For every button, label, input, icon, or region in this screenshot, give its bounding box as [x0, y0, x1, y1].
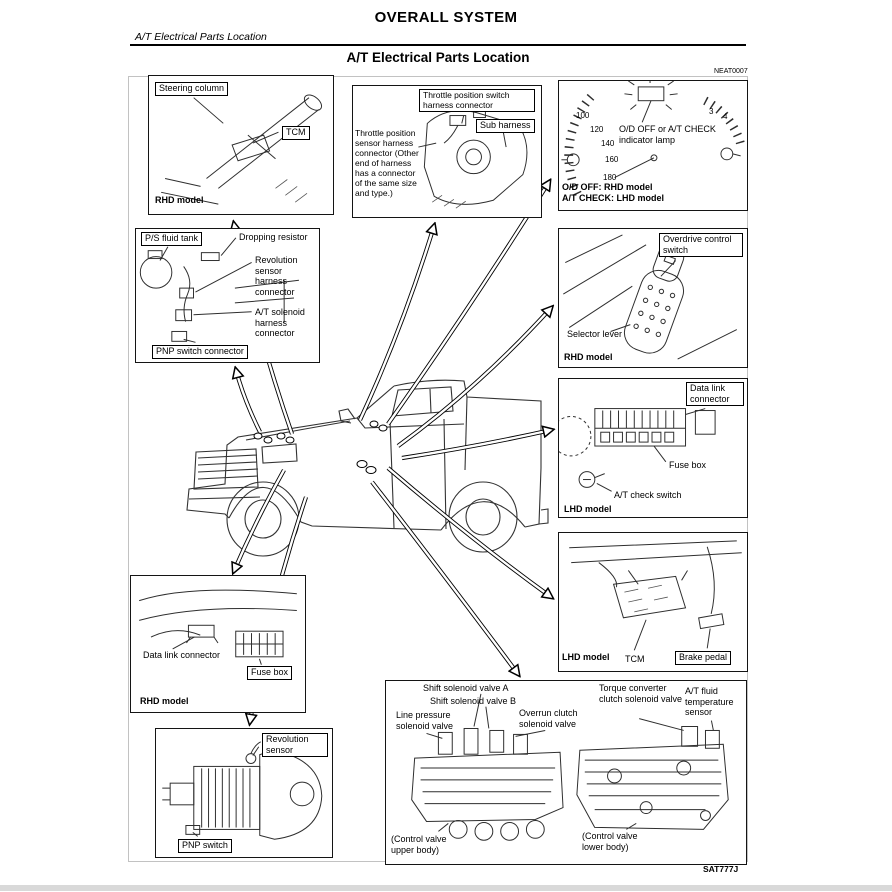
label-rhd-model: RHD model [140, 696, 189, 706]
gauge-tick: 100 [576, 111, 590, 120]
tcm-lhd-illustration [569, 540, 742, 651]
panel-engine-bay: P/S fluid tank Dropping resistor Revolut… [135, 228, 320, 363]
gauge-tick: 120 [590, 125, 604, 134]
label-upper-body: (Control valve upper body) [391, 834, 447, 855]
label-overrun-clutch-solenoid: Overrun clutch solenoid valve [519, 708, 578, 729]
label-throttle-sensor-connector: Throttle position sensor harness connect… [355, 128, 419, 199]
panel-transmission: Revolution sensor PNP switch [155, 728, 333, 858]
label-tcm: TCM [282, 126, 310, 140]
label-ps-fluid-tank: P/S fluid tank [141, 232, 203, 246]
label-dropping-resistor: Dropping resistor [239, 232, 308, 242]
scan-artifact-bar [0, 885, 892, 891]
label-at-check-note: A/T CHECK: LHD model [562, 193, 664, 203]
panel-fusebox-rhd: Data link connector Fuse box RHD model [130, 575, 306, 713]
panel-indicator-lamp: 100 120 140 160 180 3 4 O/D OFF or A/T C… [558, 80, 748, 211]
panel-control-valve: Shift solenoid valve A Shift solenoid va… [385, 680, 747, 865]
panel-fusebox-lhd: Data link connector Fuse box A/T check s… [558, 378, 748, 518]
section-title: OVERALL SYSTEM [374, 9, 518, 26]
label-at-solenoid-connector: A/T solenoid harness connector [255, 307, 305, 339]
label-shift-solenoid-b: Shift solenoid valve B [430, 696, 517, 706]
gauge-tick: 160 [605, 155, 619, 164]
label-throttle-switch-connector: Throttle position switch harness connect… [419, 89, 535, 113]
label-lhd-model: LHD model [562, 652, 610, 662]
header-rule [130, 44, 746, 46]
label-lower-body: (Control valve lower body) [582, 831, 638, 852]
label-revolution-sensor-connector: Revolution sensor harness connector [255, 255, 298, 297]
gauge-tick: 4 [723, 112, 728, 121]
panel-selector-rhd: Overdrive control switch Selector lever … [558, 228, 748, 368]
connector-location-dots [253, 420, 388, 474]
label-revolution-sensor: Revolution sensor [262, 733, 328, 758]
label-data-link-connector: Data link connector [143, 650, 221, 660]
label-rhd-model: RHD model [564, 352, 613, 362]
control-valve-illustration [411, 693, 729, 841]
gauge-tick: 180 [603, 173, 617, 182]
label-fuse-box: Fuse box [247, 666, 293, 680]
label-at-check-switch: A/T check switch [614, 490, 682, 500]
label-selector-lever: Selector lever [567, 329, 623, 339]
gauge-cluster-illustration [561, 81, 745, 200]
label-brake-pedal: Brake pedal [675, 651, 732, 665]
label-fluid-temp-sensor: A/T fluid temperature sensor [685, 686, 734, 718]
label-pnp-switch: PNP switch [178, 839, 232, 853]
label-line-pressure-solenoid: Line pressure solenoid valve [396, 710, 454, 731]
label-od-off-note: O/D OFF: RHD model [562, 182, 653, 192]
gauge-tick: 140 [601, 139, 615, 148]
transmission-illustration [162, 741, 323, 840]
label-sub-harness: Sub harness [476, 119, 535, 133]
gauge-tick: 3 [709, 107, 714, 116]
label-pnp-switch-connector: PNP switch connector [152, 345, 248, 359]
label-shift-solenoid-a: Shift solenoid valve A [423, 683, 509, 693]
panel-steering-rhd: Steering column TCM RHD model [148, 75, 334, 215]
panel-throttle-connectors: Throttle position switch harness connect… [352, 85, 542, 218]
label-tcm: TCM [625, 654, 645, 664]
engine-bay-illustration [139, 237, 299, 343]
label-steering-column: Steering column [155, 82, 229, 96]
label-fuse-box: Fuse box [669, 460, 707, 470]
label-indicator-lamp: O/D OFF or A/T CHECK indicator lamp [619, 124, 716, 145]
label-torque-converter-solenoid: Torque converter clutch solenoid valve [599, 683, 683, 704]
page-title: A/T Electrical Parts Location [346, 50, 530, 65]
steering-column-illustration [161, 94, 323, 205]
panel-tcm-lhd: LHD model TCM Brake pedal [558, 532, 748, 672]
image-ref: SAT777J [703, 864, 739, 874]
label-rhd-model: RHD model [155, 195, 204, 205]
label-overdrive-switch: Overdrive control switch [659, 233, 743, 258]
fusebox-lhd-illustration [559, 408, 716, 492]
breadcrumb: A/T Electrical Parts Location [135, 31, 267, 43]
figure-id: NEAT0007 [714, 68, 748, 75]
label-lhd-model: LHD model [564, 504, 612, 514]
fusebox-rhd-illustration [139, 589, 297, 665]
label-data-link-connector: Data link connector [686, 382, 744, 407]
